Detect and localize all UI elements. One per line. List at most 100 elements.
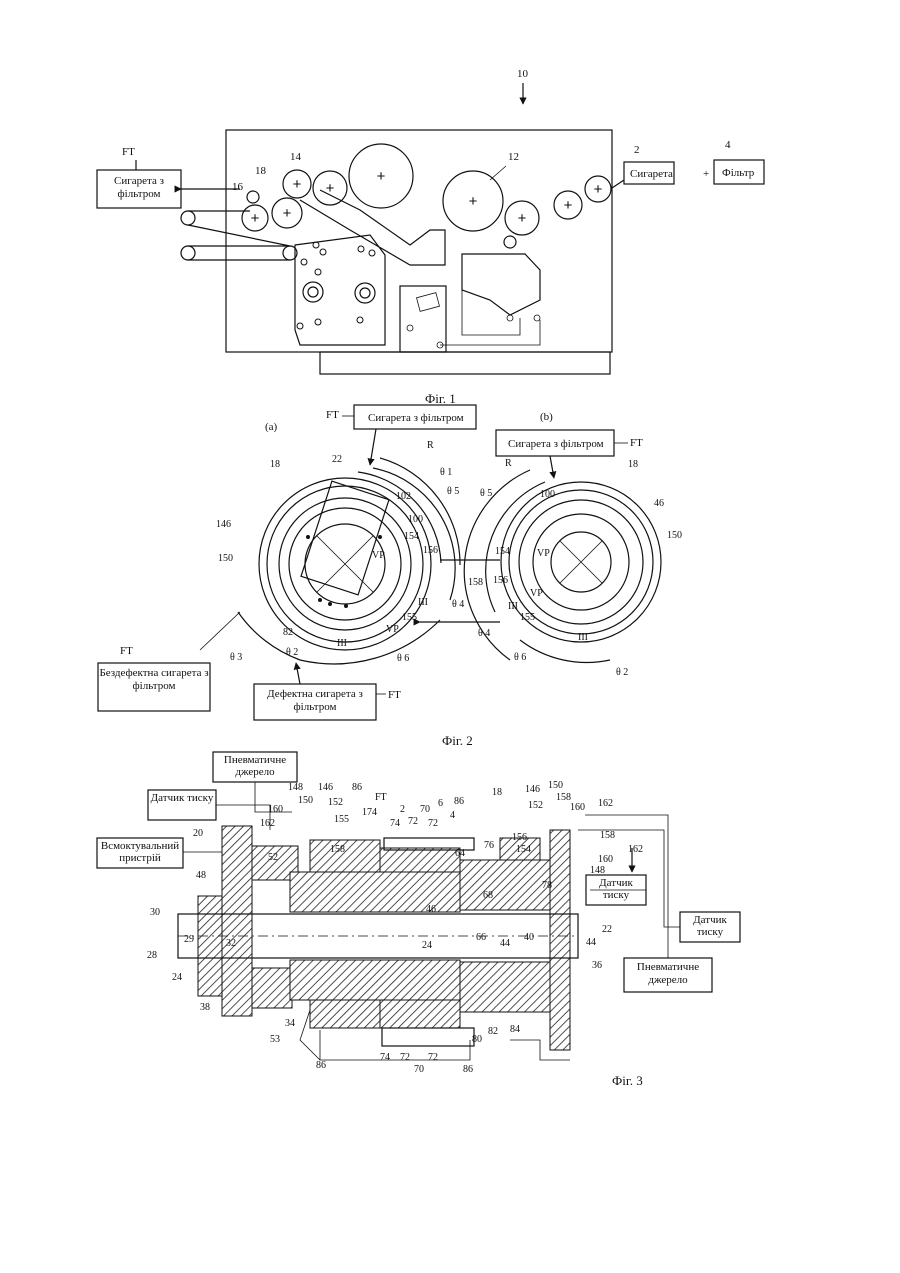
fig3-n66: 66 xyxy=(476,932,486,943)
plus-sign: + xyxy=(564,197,573,214)
fig3-n36: 36 xyxy=(592,960,602,971)
fig2-vp-a2: VP xyxy=(386,624,399,635)
fig2-part-a: (a) xyxy=(265,421,278,433)
fig3-n156: 156 xyxy=(512,832,527,843)
fig3-n29: 29 xyxy=(184,934,194,945)
fig3-n68: 68 xyxy=(483,890,493,901)
fig3-n174: 174 xyxy=(362,807,377,818)
fig3-n64: 64 xyxy=(455,848,465,859)
fig3-n80: 80 xyxy=(472,1034,482,1045)
fig3-n24-center: 24 xyxy=(422,940,432,951)
fig3-n70-bottom: 70 xyxy=(414,1064,424,1075)
fig3-n82: 82 xyxy=(488,1026,498,1037)
fig1-ref-2: 2 xyxy=(634,144,640,156)
box-pneumatic-source-right-text: Пневматичне джерело xyxy=(624,958,712,987)
plus-sign: + xyxy=(518,210,527,227)
fig2-n100-a: 100 xyxy=(408,514,423,525)
fig1-ref-10: 10 xyxy=(517,68,529,80)
fig3-n86-bl: 86 xyxy=(316,1060,326,1071)
plus-sign: + xyxy=(594,181,603,198)
fig2-vp-b: VP xyxy=(537,548,550,559)
box-filter-text: Фільтр xyxy=(722,167,755,179)
fig2-iii-a: III xyxy=(418,597,428,608)
fig2-theta2-a: θ 2 xyxy=(286,647,298,658)
fig2-theta4-a: θ 4 xyxy=(452,599,464,610)
fig3-n160-right2: 160 xyxy=(598,854,613,865)
fig3-n155: 155 xyxy=(334,814,349,825)
fig2-r-a: R xyxy=(427,440,434,451)
fig2-n155-b: 155 xyxy=(520,612,535,623)
fig3-n76: 76 xyxy=(484,840,494,851)
fig2-ft-top-b: FT xyxy=(630,437,643,449)
fig3-n78: 78 xyxy=(542,880,552,891)
fig2-theta4-b: θ 4 xyxy=(478,628,490,639)
fig1-ref-16: 16 xyxy=(232,181,244,193)
fig3-n72-bottom2: 72 xyxy=(428,1052,438,1063)
fig2-ft-good: FT xyxy=(120,645,133,657)
fig3-n34: 34 xyxy=(285,1018,295,1029)
fig3-n72-bottom: 72 xyxy=(400,1052,410,1063)
fig3-n30: 30 xyxy=(150,907,160,918)
box-pressure-sensor-right-text: Датчик тиску xyxy=(586,875,646,901)
fig3-n28: 28 xyxy=(147,950,157,961)
fig3-n84: 84 xyxy=(510,1024,520,1035)
plus-sign: + xyxy=(293,176,302,193)
fig3-n20: 20 xyxy=(193,828,203,839)
fig3-n24-left: 24 xyxy=(172,972,182,983)
box-pressure-sensor-left-text: Датчик тиску xyxy=(148,790,216,804)
fig3-n146-right: 146 xyxy=(525,784,540,795)
fig3-n74-top: 74 xyxy=(390,818,400,829)
fig3-n6: 6 xyxy=(438,798,443,809)
fig3-n152-top: 152 xyxy=(328,797,343,808)
fig2-ft-defect: FT xyxy=(388,689,401,701)
fig3-n160-right: 160 xyxy=(570,802,585,813)
fig2-n150-b: 150 xyxy=(667,530,682,541)
fig2-n102: 102 xyxy=(396,491,411,502)
plus-sign: + xyxy=(251,210,260,227)
fig3-n154: 154 xyxy=(516,844,531,855)
fig3-n46: 46 xyxy=(426,904,436,915)
fig3-n86-bottom: 86 xyxy=(463,1064,473,1075)
fig2-n158-a: 158 xyxy=(468,577,483,588)
fig3-n148-top: 148 xyxy=(288,782,303,793)
fig2-theta2-b: θ 2 xyxy=(616,667,628,678)
fig2-n155-a: 155 xyxy=(402,612,417,623)
fig2-n82: 82 xyxy=(283,627,293,638)
fig3-n162-right: 162 xyxy=(598,798,613,809)
fig3-n70-top: 70 xyxy=(420,804,430,815)
plus-sign: + xyxy=(283,205,292,222)
fig2-theta6-b: θ 6 xyxy=(514,652,526,663)
output-conveyor xyxy=(181,211,297,260)
machine-base xyxy=(320,352,610,374)
fig2-n18-a: 18 xyxy=(270,459,280,470)
fig2-n154-b: 154 xyxy=(495,546,510,557)
fig2-caption: Фіг. 2 xyxy=(442,733,473,748)
box-filter-cigarette-text: Сигарета з фільтром xyxy=(97,171,181,201)
box-suction-device-text: Всмоктувальний пристрій xyxy=(97,838,183,864)
fig2-iii-a2: III xyxy=(337,638,347,649)
fig2-vp-a: VP xyxy=(372,550,385,561)
fig3-n162-left: 162 xyxy=(260,818,275,829)
fig2-iii-b2: III xyxy=(578,632,588,643)
fig2-theta3: θ 3 xyxy=(230,652,242,663)
fig1-ref-14: 14 xyxy=(290,151,302,163)
fig2-iii-b: III xyxy=(508,601,518,612)
fig2-n156-a: 156 xyxy=(423,545,438,556)
fig1-caption: Фіг. 1 xyxy=(425,391,456,406)
fig3-n160-left: 160 xyxy=(268,804,283,815)
fig2-theta5-b: θ 5 xyxy=(480,488,492,499)
fig2-theta5-a: θ 5 xyxy=(447,486,459,497)
box-defective-cigarette-text: Дефектна сигарета з фільтром xyxy=(254,685,376,714)
fig3-n86-top2: 86 xyxy=(454,796,464,807)
fig2-theta1: θ 1 xyxy=(440,467,452,478)
box-plus: + xyxy=(703,168,709,180)
fig3-n53: 53 xyxy=(270,1034,280,1045)
box-good-cigarette-text: Бездефектна сигарета з фільтром xyxy=(98,664,210,693)
fig3-n72-top2: 72 xyxy=(428,818,438,829)
fig3-n148-right: 148 xyxy=(590,865,605,876)
plus-sign: + xyxy=(469,193,478,210)
fig2-n22: 22 xyxy=(332,454,342,465)
machine-frame xyxy=(226,130,612,352)
fig2-n18-b: 18 xyxy=(628,459,638,470)
